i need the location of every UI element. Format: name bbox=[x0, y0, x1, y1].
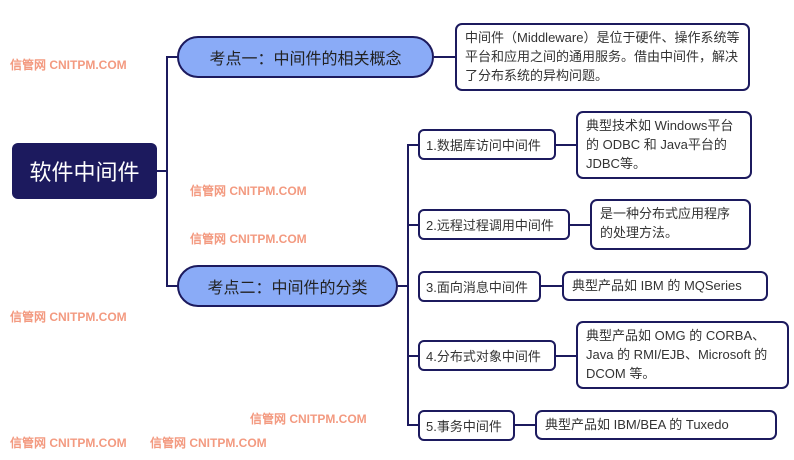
connector bbox=[166, 57, 168, 287]
watermark-text: 信管网 CNITPM.COM bbox=[190, 232, 307, 246]
topic-concepts[interactable]: 考点一：中间件的相关概念 bbox=[177, 36, 434, 78]
connector bbox=[166, 285, 178, 287]
subtopic-message[interactable]: 3.面向消息中间件 bbox=[418, 271, 541, 302]
connector bbox=[407, 424, 419, 426]
subtopic-message-detail[interactable]: 典型产品如 IBM 的 MQSeries bbox=[562, 271, 768, 301]
subtopic-database-detail[interactable]: 典型技术如 Windows平台的 ODBC 和 Java平台的 JDBC等。 bbox=[576, 111, 752, 179]
subtopic-rpc-detail[interactable]: 是一种分布式应用程序的处理方法。 bbox=[590, 199, 751, 250]
subtopic-rpc[interactable]: 2.远程过程调用中间件 bbox=[418, 209, 570, 240]
root-node[interactable]: 软件中间件 bbox=[12, 143, 157, 199]
connector bbox=[515, 424, 536, 426]
watermark-text: 信管网 CNITPM.COM bbox=[250, 412, 367, 426]
connector bbox=[556, 144, 577, 146]
connector bbox=[157, 170, 168, 172]
connector bbox=[407, 224, 419, 226]
concept-detail[interactable]: 中间件（Middleware）是位于硬件、操作系统等平台和应用之间的通用服务。借… bbox=[455, 23, 750, 91]
connector bbox=[407, 144, 419, 146]
watermark-text: 信管网 CNITPM.COM bbox=[10, 58, 127, 72]
watermark-text: 信管网 CNITPM.COM bbox=[190, 184, 307, 198]
subtopic-distributed-object[interactable]: 4.分布式对象中间件 bbox=[418, 340, 556, 371]
connector bbox=[570, 224, 591, 226]
connector bbox=[407, 145, 409, 425]
connector bbox=[398, 285, 409, 287]
watermark-text: 信管网 CNITPM.COM bbox=[10, 310, 127, 324]
subtopic-database[interactable]: 1.数据库访问中间件 bbox=[418, 129, 556, 160]
subtopic-distributed-object-detail[interactable]: 典型产品如 OMG 的 CORBA、Java 的 RMI/EJB、Microso… bbox=[576, 321, 789, 389]
connector bbox=[541, 285, 563, 287]
connector bbox=[434, 56, 456, 58]
connector bbox=[407, 355, 419, 357]
topic-classification[interactable]: 考点二：中间件的分类 bbox=[177, 265, 398, 307]
subtopic-transaction[interactable]: 5.事务中间件 bbox=[418, 410, 515, 441]
subtopic-transaction-detail[interactable]: 典型产品如 IBM/BEA 的 Tuxedo bbox=[535, 410, 777, 440]
watermark-text: 信管网 CNITPM.COM bbox=[150, 436, 267, 450]
connector bbox=[556, 355, 577, 357]
connector bbox=[166, 56, 178, 58]
watermark-text: 信管网 CNITPM.COM bbox=[10, 436, 127, 450]
